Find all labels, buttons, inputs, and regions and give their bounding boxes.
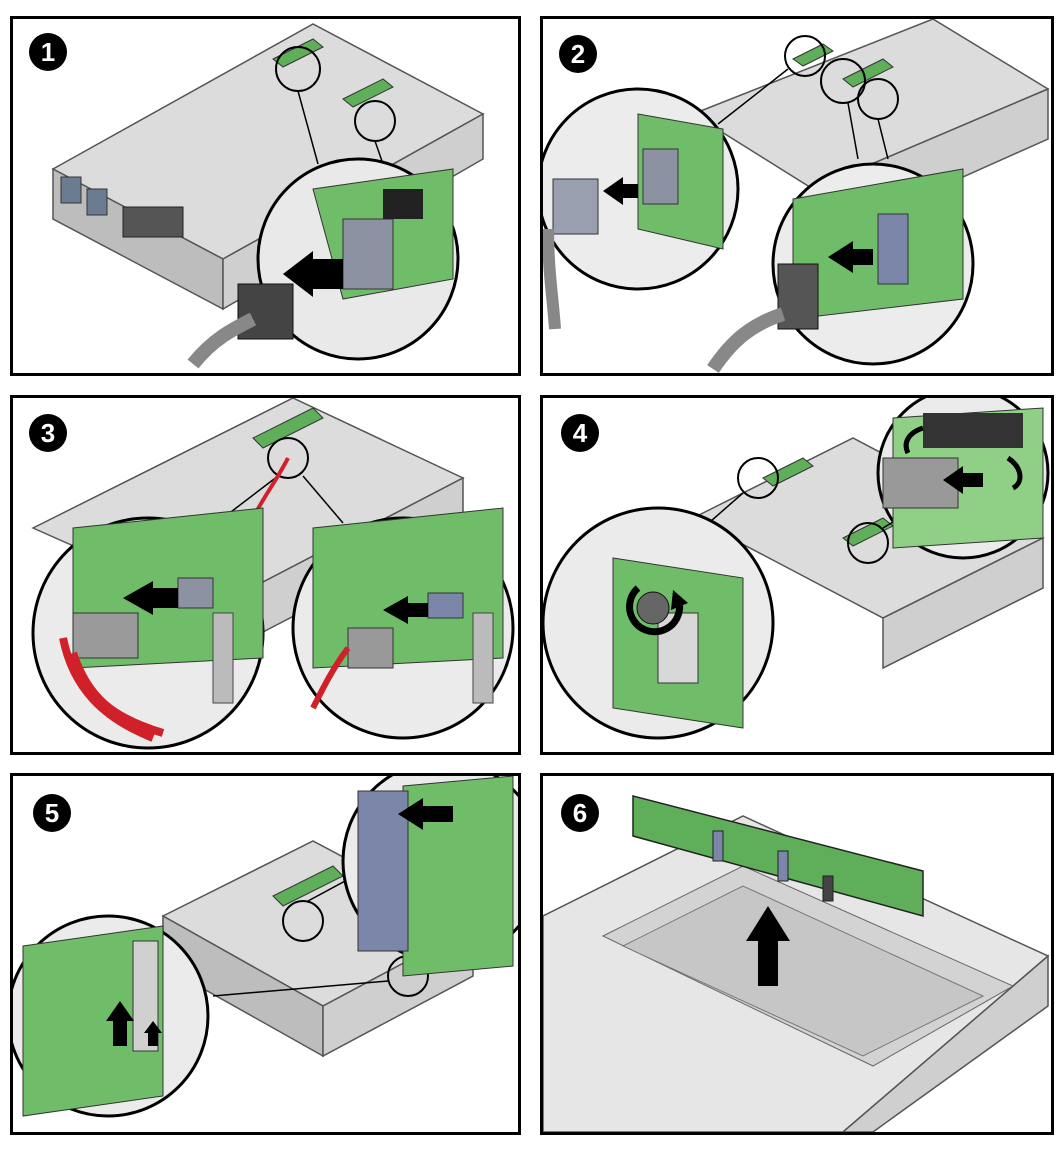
- step-4-panel: 4: [540, 395, 1054, 755]
- step-6-illustration: [543, 795, 1050, 1132]
- step-3-illustration: [31, 398, 515, 750]
- step-4-illustration: [543, 398, 1050, 740]
- step-1-panel: 1: [10, 16, 521, 376]
- step-number-badge: 4: [561, 414, 599, 452]
- step-2-illustration: [543, 19, 1050, 373]
- step-6-panel: 6: [540, 773, 1054, 1135]
- step-1-illustration: [51, 23, 485, 369]
- step-5-panel: 5: [10, 773, 521, 1135]
- step-5-illustration: [13, 776, 518, 1118]
- step-3-panel: 3: [10, 395, 521, 755]
- step-number-badge: 2: [559, 35, 597, 73]
- step-number-badge: 1: [29, 33, 67, 71]
- step-number-badge: 5: [33, 794, 71, 832]
- step-2-panel: 2: [540, 16, 1054, 376]
- step-number-badge: 6: [561, 794, 599, 832]
- step-number-badge: 3: [29, 414, 67, 452]
